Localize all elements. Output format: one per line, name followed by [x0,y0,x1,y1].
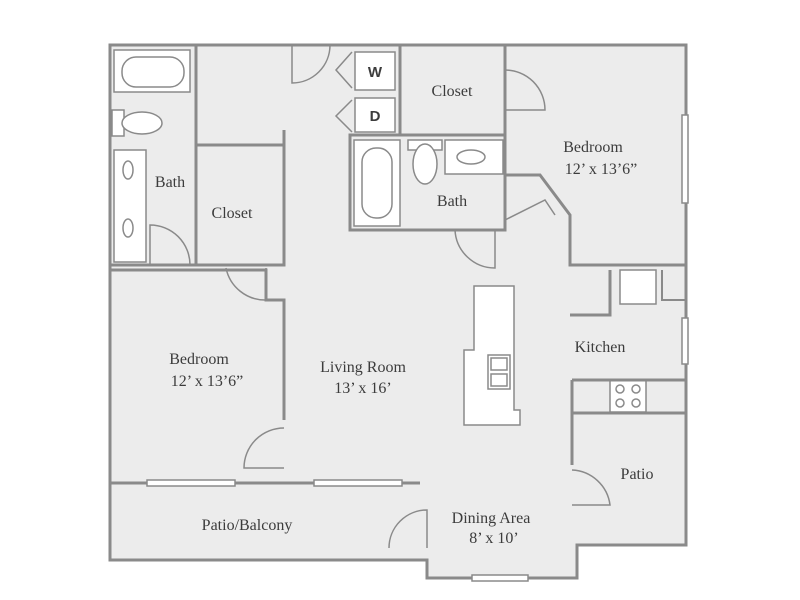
bedroom-right-door [504,199,556,221]
kitchen-window [681,317,689,365]
bedroom-right-wall [505,173,686,267]
laundry-door-1 [334,51,353,89]
kitchen-label: Kitchen [575,339,626,356]
exterior-wall [108,43,688,580]
burner-4 [631,398,641,408]
bedroom-left-door [243,427,285,469]
dryer-label: D [370,108,381,125]
burner-2 [631,384,641,394]
burner-1 [615,384,625,394]
closet-top-door [504,69,546,111]
toilet-left-bowl [121,111,163,135]
sliding-door-left [146,479,236,487]
patio-door-swing [388,509,428,549]
bathtub-left-basin [121,56,185,88]
sink-basin-2 [490,373,508,387]
bedroom-right-size: 12’ x 13’6” [565,161,638,178]
bath-left-door [149,224,191,266]
patio-right-door [571,469,611,506]
closet-left-walls [194,143,286,267]
bedroom-left-size: 12’ x 13’6” [171,373,244,390]
stove [609,379,647,413]
fridge-wall [661,270,686,301]
sink-left-1 [122,160,134,180]
bath-right-door [454,229,496,269]
dining-window [471,574,529,582]
bedroom-left-wall [110,268,286,420]
patio-balcony-label: Patio/Balcony [202,517,293,534]
bath-left-label: Bath [155,174,185,191]
living-room-size: 13’ x 16’ [334,380,391,397]
bath-right-label: Bath [437,193,467,210]
closet-left-label: Closet [212,205,253,222]
toilet-right-bowl [412,143,438,185]
bathtub-right-basin [361,147,393,219]
burner-3 [615,398,625,408]
laundry-door-2 [334,99,353,133]
bedroom-left-label: Bedroom [169,351,229,368]
closet-top-label: Closet [432,83,473,100]
bedroom-right-label: Bedroom [563,139,623,156]
living-room-label: Living Room [320,359,406,376]
dining-area-label: Dining Area [452,510,531,527]
sliding-door-right [313,479,403,487]
patio-right-label: Patio [621,466,654,483]
pantry [619,269,657,305]
entry-door [291,44,331,84]
washer-label: W [368,64,383,81]
sink-basin-1 [490,357,508,371]
closet-left-door [225,267,267,301]
dining-area-size: 8’ x 10’ [469,530,518,547]
sink-left-2 [122,218,134,238]
dryer [354,97,396,133]
sink-right [456,149,486,165]
washer [354,51,396,91]
pantry-wall [570,270,612,317]
bath-right-walls [348,133,507,232]
bedroom-right-window [681,114,689,204]
